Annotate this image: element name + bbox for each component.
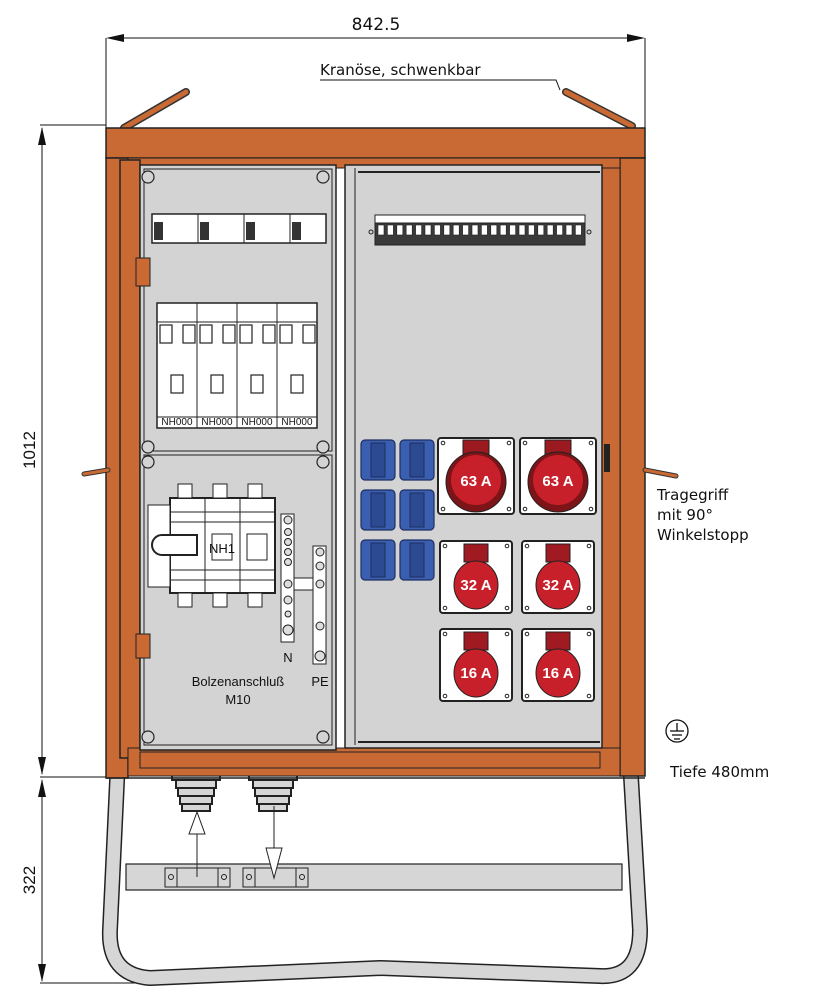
schuko-sockets (360, 439, 435, 581)
frame-height-label: 322 (20, 866, 39, 894)
cabinet-body (105, 127, 646, 779)
cee-rating-label: 63 A (460, 473, 491, 490)
cee-rating-label: 32 A (460, 577, 491, 594)
fuse-label: NH000 (201, 417, 233, 428)
nh000-fuse-block (156, 302, 318, 429)
panel-screws (141, 170, 330, 744)
breaker-slot (405, 224, 413, 236)
fuse-label: NH000 (281, 417, 313, 428)
breaker-slot (546, 224, 554, 236)
breaker-slot (565, 224, 573, 236)
cabinet-height-label: 1012 (20, 431, 39, 469)
cee-rating-label: 63 A (542, 473, 573, 490)
depth-label: Tiefe 480mm (669, 763, 769, 781)
breaker-strip-left (151, 213, 327, 244)
breaker-slot (424, 224, 432, 236)
schuko-socket (399, 539, 435, 581)
cee-rating-label: 16 A (542, 665, 573, 682)
breaker-slot (462, 224, 469, 236)
breaker-slot (443, 224, 451, 236)
cee-sockets: 63 A 63 A 32 A 32 A 16 A 16 A (437, 437, 597, 702)
height-dimensions: 1012 322 (20, 124, 150, 984)
breaker-slot (499, 224, 507, 236)
bolt-connection-label: Bolzenanschluß (192, 674, 285, 689)
breaker-slot (377, 224, 385, 236)
cee-socket: 63 A (437, 437, 515, 515)
breaker-slot (481, 224, 488, 236)
breaker-slot (556, 224, 563, 236)
cee-socket: 16 A (439, 628, 513, 702)
left-panel (135, 164, 337, 751)
schuko-socket (399, 489, 435, 531)
breaker-slot (509, 224, 516, 236)
handle-label-line2: mit 90° (657, 506, 713, 524)
handle-label-line1: Tragegriff (656, 486, 729, 504)
schuko-socket (360, 489, 396, 531)
breaker-slot (575, 224, 582, 236)
main-switch (147, 483, 276, 608)
breaker-slot (434, 224, 441, 236)
schuko-socket (360, 439, 396, 481)
fuse-label: NH000 (161, 417, 193, 428)
cee-socket: 63 A (519, 437, 597, 515)
arrow-up-icon (188, 810, 206, 835)
breaker-slot (387, 224, 394, 236)
breaker-slot (518, 224, 526, 236)
stand-frame (101, 759, 648, 986)
breaker-slot (471, 224, 479, 236)
terminal-n-label: N (283, 650, 292, 665)
terminal-pe-label: PE (311, 674, 329, 689)
terminal-bars (280, 513, 327, 665)
width-label: 842.5 (352, 15, 401, 35)
breaker-slot (396, 224, 404, 236)
schuko-socket (360, 539, 396, 581)
width-dimension: 842.5 (105, 15, 646, 135)
ground-symbol-icon (665, 719, 689, 743)
cee-socket: 32 A (439, 540, 513, 614)
fuse-label: NH000 (241, 417, 273, 428)
cee-socket: 16 A (521, 628, 595, 702)
breaker-slot (528, 224, 535, 236)
breaker-slot (452, 224, 460, 236)
arrow-down-icon (265, 847, 283, 880)
crane-eye-label: Kranöse, schwenkbar (320, 61, 481, 79)
cee-rating-label: 16 A (460, 665, 491, 682)
bolt-size-label: M10 (225, 692, 250, 707)
breaker-strip-right (368, 214, 592, 246)
switch-handle (150, 534, 198, 556)
cee-socket: 32 A (521, 540, 595, 614)
breaker-slot (415, 224, 422, 236)
breaker-slot (537, 224, 545, 236)
schuko-socket (399, 439, 435, 481)
handle-label-line3: Winkelstopp (657, 526, 749, 544)
switch-label: NH1 (209, 541, 235, 556)
breaker-slot (490, 224, 498, 236)
cee-rating-label: 32 A (542, 577, 573, 594)
